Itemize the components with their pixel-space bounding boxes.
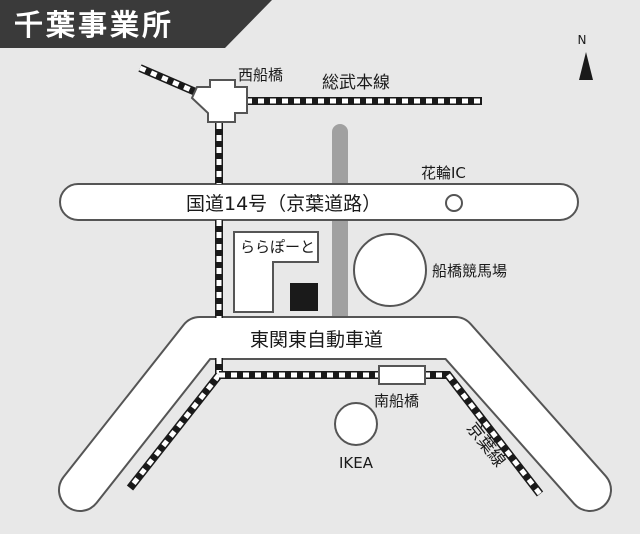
station-nishifunabashi-label: 西船橋 [238, 66, 283, 84]
office-marker [290, 283, 318, 311]
title-banner: 千葉事業所 [0, 0, 272, 48]
road-route14 [59, 183, 579, 221]
north-arrow: N [578, 33, 593, 80]
page-title: 千葉事業所 [14, 8, 174, 42]
rail-sobu-west [138, 64, 200, 97]
route14-label: 国道14号（京葉道路） [186, 193, 381, 215]
ikea-label: IKEA [339, 454, 374, 472]
racecourse-label: 船橋競馬場 [432, 262, 507, 280]
north-arrow-icon [579, 52, 593, 80]
rail-southwest [126, 372, 223, 491]
railways [126, 64, 544, 497]
sobu-line-label: 総武本線 [322, 73, 390, 93]
lalaport-label: ららぽーと [240, 238, 315, 256]
station-minamifunabashi-marker [378, 365, 426, 385]
lalaport-building: ららぽーと [233, 231, 319, 313]
hanawa-ic-marker [445, 194, 463, 212]
rail-keiyo-east [424, 371, 544, 497]
ikea-circle [334, 402, 378, 446]
expressway-higashikanto [58, 316, 612, 512]
gray-road [332, 124, 348, 324]
hanawa-ic-label: 花輪IC [421, 164, 466, 182]
north-label: N [578, 33, 587, 47]
racecourse-circle [353, 233, 427, 307]
station-nishifunabashi-marker [190, 79, 248, 123]
expressway-label: 東関東自動車道 [250, 329, 383, 351]
station-minamifunabashi-label: 南船橋 [374, 392, 419, 410]
